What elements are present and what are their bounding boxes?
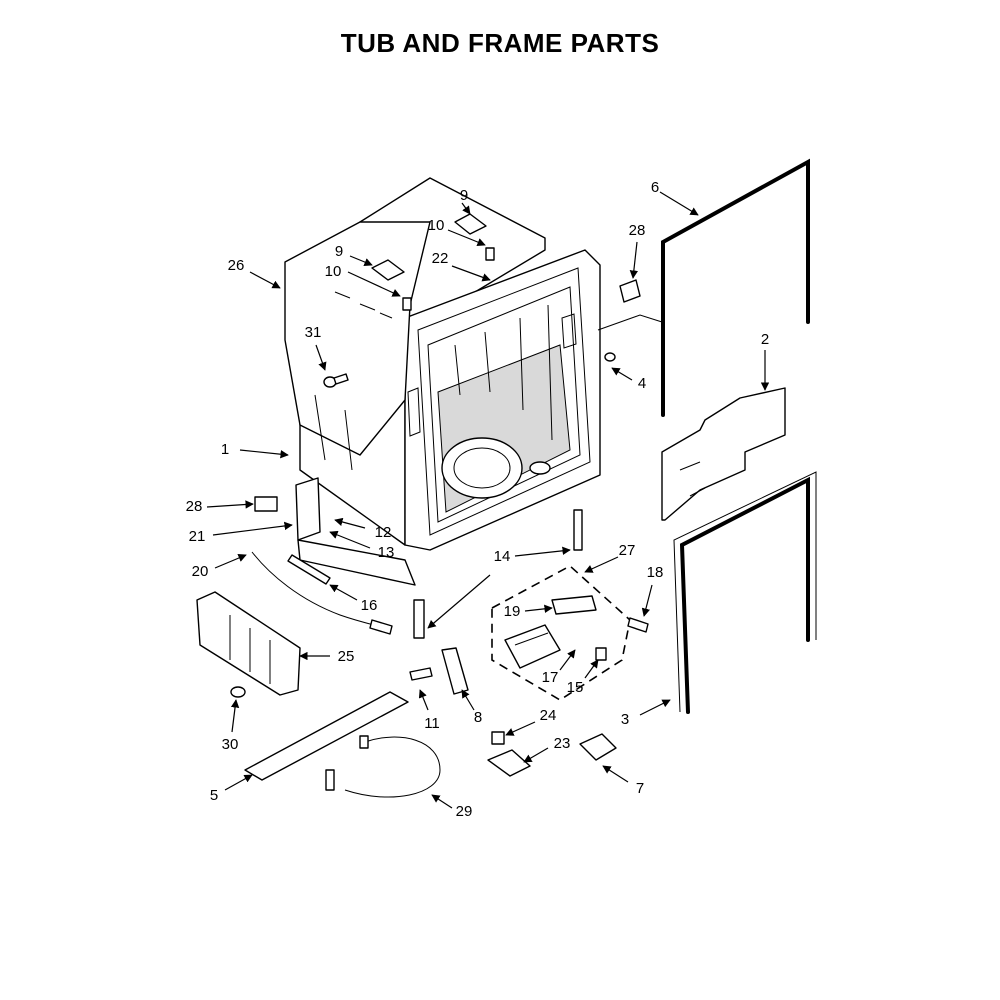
svg-text:20: 20 xyxy=(192,563,209,580)
gasket-6-drawing xyxy=(661,158,810,417)
svg-text:5: 5 xyxy=(210,787,218,804)
svg-text:14: 14 xyxy=(494,548,511,565)
callout-20: 20 xyxy=(192,554,247,580)
svg-text:12: 12 xyxy=(375,524,392,541)
callout-7: 7 xyxy=(602,765,644,797)
svg-text:18: 18 xyxy=(647,564,664,581)
svg-text:3: 3 xyxy=(621,711,629,728)
svg-text:26: 26 xyxy=(228,257,245,274)
callout-6: 6 xyxy=(651,179,699,216)
callout-8: 8 xyxy=(461,689,482,726)
callout-10b: 10 xyxy=(325,263,401,297)
callout-11: 11 xyxy=(418,689,440,732)
svg-text:9: 9 xyxy=(335,243,343,260)
callout-14-second-leader xyxy=(427,574,491,629)
svg-text:13: 13 xyxy=(378,544,395,561)
svg-text:7: 7 xyxy=(636,780,644,797)
svg-text:9: 9 xyxy=(460,187,468,204)
svg-text:10: 10 xyxy=(428,217,445,234)
callout-22: 22 xyxy=(432,250,491,282)
assembly-27-drawing xyxy=(491,565,631,701)
callout-19: 19 xyxy=(504,603,553,620)
wire-harness-29-drawing xyxy=(325,735,441,798)
svg-text:29: 29 xyxy=(456,803,473,820)
leg-bracket-drawing xyxy=(254,477,416,586)
svg-text:23: 23 xyxy=(554,735,571,752)
page-title: TUB AND FRAME PARTS xyxy=(340,28,660,58)
spring-cable-drawing xyxy=(251,551,393,635)
clips-28-4-drawing xyxy=(597,279,663,362)
insulation-blanket-drawing xyxy=(284,221,431,471)
svg-text:19: 19 xyxy=(504,603,521,620)
callout-21: 21 xyxy=(189,521,293,545)
svg-text:1: 1 xyxy=(221,441,229,458)
gasket-3-drawing xyxy=(673,471,817,714)
callout-4: 4 xyxy=(611,367,646,392)
callout-9a: 9 xyxy=(460,187,471,215)
svg-text:10: 10 xyxy=(325,263,342,280)
callout-2: 2 xyxy=(760,331,770,391)
callout-9b: 9 xyxy=(335,243,373,267)
parts-23-24-7-drawing xyxy=(487,731,617,777)
svg-text:8: 8 xyxy=(474,709,482,726)
callout-25: 25 xyxy=(299,648,355,665)
svg-text:21: 21 xyxy=(189,528,206,545)
callout-23: 23 xyxy=(523,735,571,763)
callout-5: 5 xyxy=(210,774,253,804)
leveling-legs-drawing xyxy=(413,509,583,639)
hinge-brackets-drawing xyxy=(371,213,495,311)
callout-1: 1 xyxy=(221,441,289,459)
callout-28a: 28 xyxy=(629,222,646,279)
callout-27: 27 xyxy=(584,542,636,573)
callout-30: 30 xyxy=(222,699,240,753)
callout-24: 24 xyxy=(505,707,557,736)
svg-text:25: 25 xyxy=(338,648,355,665)
svg-text:28: 28 xyxy=(186,498,203,515)
insulation-2-drawing xyxy=(661,387,786,521)
parts-8-11-drawing xyxy=(409,647,469,695)
svg-text:24: 24 xyxy=(540,707,557,724)
callout-12: 12 xyxy=(334,517,392,541)
callout-17: 17 xyxy=(542,649,576,686)
svg-text:15: 15 xyxy=(567,679,584,696)
callout-3: 3 xyxy=(621,699,671,728)
svg-text:2: 2 xyxy=(761,331,769,348)
callout-14: 14 xyxy=(494,546,571,565)
callout-10a: 10 xyxy=(428,217,486,247)
callout-18: 18 xyxy=(641,564,664,617)
svg-text:31: 31 xyxy=(305,324,322,341)
svg-text:16: 16 xyxy=(361,597,378,614)
svg-text:27: 27 xyxy=(619,542,636,559)
callout-28b: 28 xyxy=(186,498,254,515)
svg-text:30: 30 xyxy=(222,736,239,753)
svg-text:17: 17 xyxy=(542,669,559,686)
callout-29: 29 xyxy=(431,794,473,820)
svg-text:11: 11 xyxy=(424,715,440,732)
svg-text:28: 28 xyxy=(629,222,646,239)
screw-31-drawing xyxy=(323,373,349,388)
callout-13: 13 xyxy=(329,530,395,561)
svg-text:6: 6 xyxy=(651,179,659,196)
panel-25-drawing xyxy=(196,591,301,698)
panel-5-drawing xyxy=(244,691,409,781)
callout-31: 31 xyxy=(305,324,327,371)
callout-16: 16 xyxy=(329,584,378,614)
svg-text:22: 22 xyxy=(432,250,449,267)
callout-15: 15 xyxy=(567,659,599,696)
callout-26: 26 xyxy=(228,257,281,289)
svg-text:4: 4 xyxy=(638,375,646,392)
screw-18-drawing xyxy=(627,617,649,633)
